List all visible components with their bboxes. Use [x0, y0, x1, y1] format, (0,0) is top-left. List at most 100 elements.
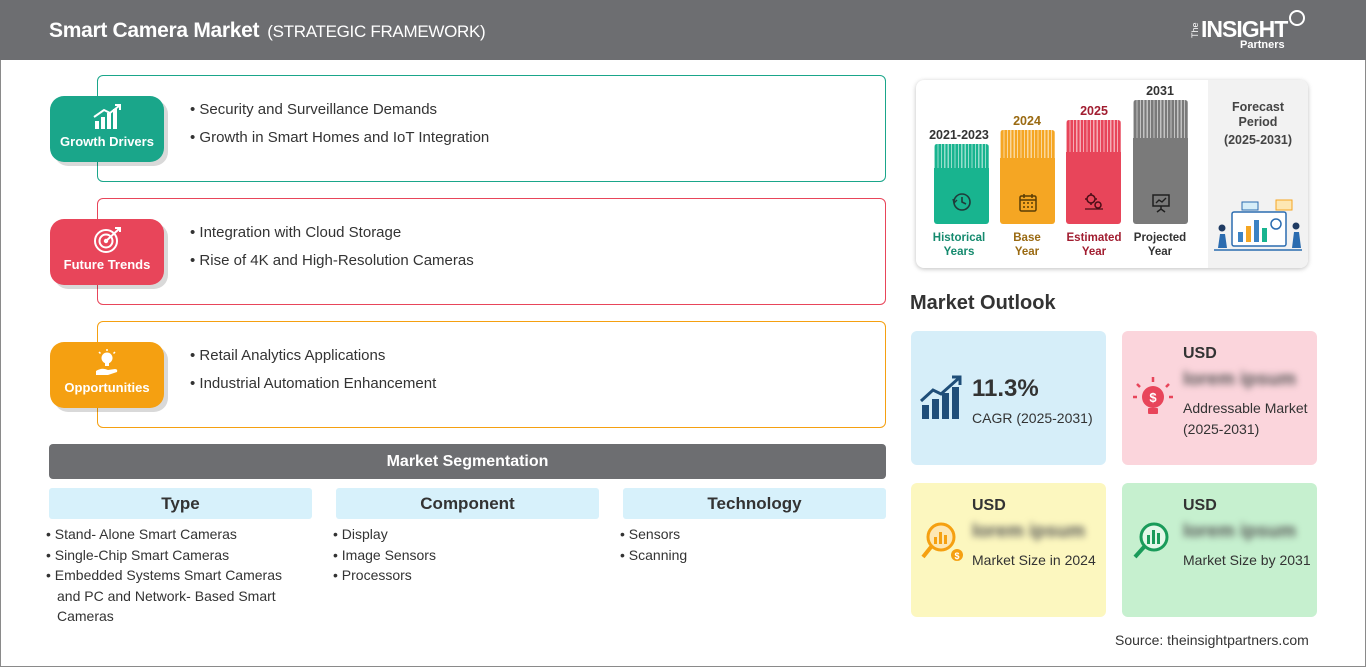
growth-drivers-box: • Security and Surveillance Demands • Gr… — [97, 75, 886, 182]
currency-label: USD — [972, 497, 1006, 514]
currency-label: USD — [1183, 497, 1217, 514]
list-item: • Image Sensors — [333, 546, 436, 563]
list-item-text: Security and Surveillance Demands — [199, 101, 438, 118]
svg-text:$: $ — [954, 551, 959, 561]
growth-chart-icon — [93, 104, 121, 129]
blurred-value: lorem ipsum — [1183, 369, 1296, 390]
timeline-year: 2031 — [1146, 84, 1174, 98]
logo-ring-icon — [1289, 10, 1305, 26]
segmentation-title: Market Segmentation — [49, 444, 886, 479]
magnifier-bars-icon — [1133, 522, 1169, 559]
target-icon — [94, 227, 121, 253]
logo-the: The — [1190, 22, 1200, 38]
list-item: • Industrial Automation Enhancement — [190, 375, 437, 392]
future-trends-list: • Integration with Cloud Storage • Rise … — [190, 219, 474, 275]
list-item: • Integration with Cloud Storage — [190, 224, 402, 241]
market-size-2024-card: USD lorem ipsum $ Market Size in 2024 — [911, 483, 1106, 617]
gears-icon — [1085, 193, 1103, 210]
timeline-year: 2024 — [1013, 114, 1041, 128]
list-item-text: Integration with Cloud Storage — [199, 224, 402, 241]
badge-label: Opportunities — [64, 380, 150, 395]
forecast-range: (2025-2031) — [1223, 133, 1293, 147]
bar-growth-icon — [919, 375, 962, 419]
list-item: • Processors — [333, 567, 412, 583]
caption-line: Year — [1014, 246, 1040, 258]
list-item: • Single-Chip Smart Cameras — [46, 546, 230, 563]
caption-line: Year — [1081, 246, 1107, 258]
list-item-text: Industrial Automation Enhancement — [199, 375, 437, 392]
timeline-year: 2021-2023 — [929, 128, 989, 142]
segment-heading-type: Type — [49, 488, 312, 519]
cagr-value: 11.3% — [972, 375, 1039, 402]
segment-list-type: • Stand- Alone Smart Cameras • Single-Ch… — [46, 524, 296, 627]
source-credit: Source: theinsightpartners.com — [1115, 632, 1309, 648]
bar-stripes — [934, 144, 989, 168]
addressable-market-card: USD lorem ipsum $ Addressable Market (20… — [1122, 331, 1317, 465]
future-trends-box: • Integration with Cloud Storage • Rise … — [97, 198, 886, 305]
magnifier-chart-icon: $ — [921, 522, 963, 561]
lightbulb-hand-icon — [96, 349, 118, 375]
page-title: Smart Camera Market (STRATEGIC FRAMEWORK) — [49, 19, 486, 43]
bulb-dollar-icon: $ — [1133, 377, 1173, 414]
caption-line: Years — [943, 246, 975, 258]
segment-heading-technology: Technology — [623, 488, 886, 519]
header-bar: Smart Camera Market (STRATEGIC FRAMEWORK)… — [0, 0, 1366, 60]
market-size-2031-card: USD lorem ipsum Market Size by 2031 — [1122, 483, 1317, 617]
timeline-bar-projected — [1133, 100, 1188, 224]
svg-text:$: $ — [1149, 390, 1157, 405]
currency-label: USD — [1183, 345, 1217, 362]
timeline-year: 2025 — [1080, 104, 1108, 118]
future-trends-badge: Future Trends — [50, 219, 164, 285]
caption-line: Year — [1147, 246, 1173, 258]
history-icon — [952, 193, 971, 211]
market-size-2024-label: Market Size in 2024 — [972, 552, 1096, 568]
analytics-people-icon — [1214, 199, 1302, 251]
list-item-text: Retail Analytics Applications — [199, 347, 386, 364]
bar-stripes — [1000, 130, 1055, 158]
market-outlook-title: Market Outlook — [910, 292, 1056, 314]
page-subtitle: (STRATEGIC FRAMEWORK) — [267, 22, 486, 41]
timeline-bar-estimated — [1066, 120, 1121, 224]
calendar-icon — [1019, 194, 1037, 212]
caption-line: Historical — [932, 232, 986, 244]
caption-line: Estimated — [1066, 232, 1122, 244]
growth-drivers-list: • Security and Surveillance Demands • Gr… — [190, 96, 489, 152]
caption-line: Base — [1013, 232, 1041, 244]
badge-label: Future Trends — [63, 257, 151, 272]
segment-list-technology: • Sensors • Scanning — [620, 524, 870, 565]
logo-main: INSIGHT — [1201, 16, 1288, 42]
timeline-card: Forecast Period (2025-2031) 2021-2023 Hi… — [916, 80, 1308, 268]
forecast-panel: Forecast Period (2025-2031) — [1208, 80, 1308, 268]
blurred-value: lorem ipsum — [1183, 521, 1296, 542]
bar-stripes — [1133, 100, 1188, 138]
list-item-text: Rise of 4K and High-Resolution Cameras — [199, 252, 474, 269]
blurred-value: lorem ipsum — [972, 521, 1085, 542]
segment-heading-component: Component — [336, 488, 599, 519]
segment-list-component: • Display • Image Sensors • Processors — [333, 524, 583, 586]
list-item: • Sensors — [620, 526, 681, 542]
list-item: • Embedded Systems Smart Cameras and PC … — [46, 567, 282, 624]
list-item: • Retail Analytics Applications — [190, 347, 386, 364]
bar-stripes — [1066, 120, 1121, 152]
addressable-market-label: Addressable Market (2025-2031) — [1183, 400, 1308, 437]
presentation-icon — [1152, 194, 1170, 213]
opportunities-badge: Opportunities — [50, 342, 164, 408]
logo-partners: Partners — [1240, 39, 1285, 51]
cagr-label: CAGR (2025-2031) — [972, 410, 1093, 426]
title-text: Smart Camera Market — [49, 19, 260, 42]
list-item: • Display — [333, 526, 388, 542]
forecast-label: Period — [1238, 115, 1278, 129]
growth-drivers-badge: Growth Drivers — [50, 96, 164, 162]
list-item: • Growth in Smart Homes and IoT Integrat… — [190, 129, 490, 146]
badge-label: Growth Drivers — [60, 134, 154, 149]
opportunities-box: • Retail Analytics Applications • Indust… — [97, 321, 886, 428]
timeline-bar-historical — [934, 144, 989, 224]
list-item-text: Growth in Smart Homes and IoT Integratio… — [199, 129, 490, 146]
list-item: • Stand- Alone Smart Cameras — [46, 526, 237, 542]
market-size-2031-label: Market Size by 2031 — [1183, 552, 1311, 568]
timeline-bar-base — [1000, 130, 1055, 224]
